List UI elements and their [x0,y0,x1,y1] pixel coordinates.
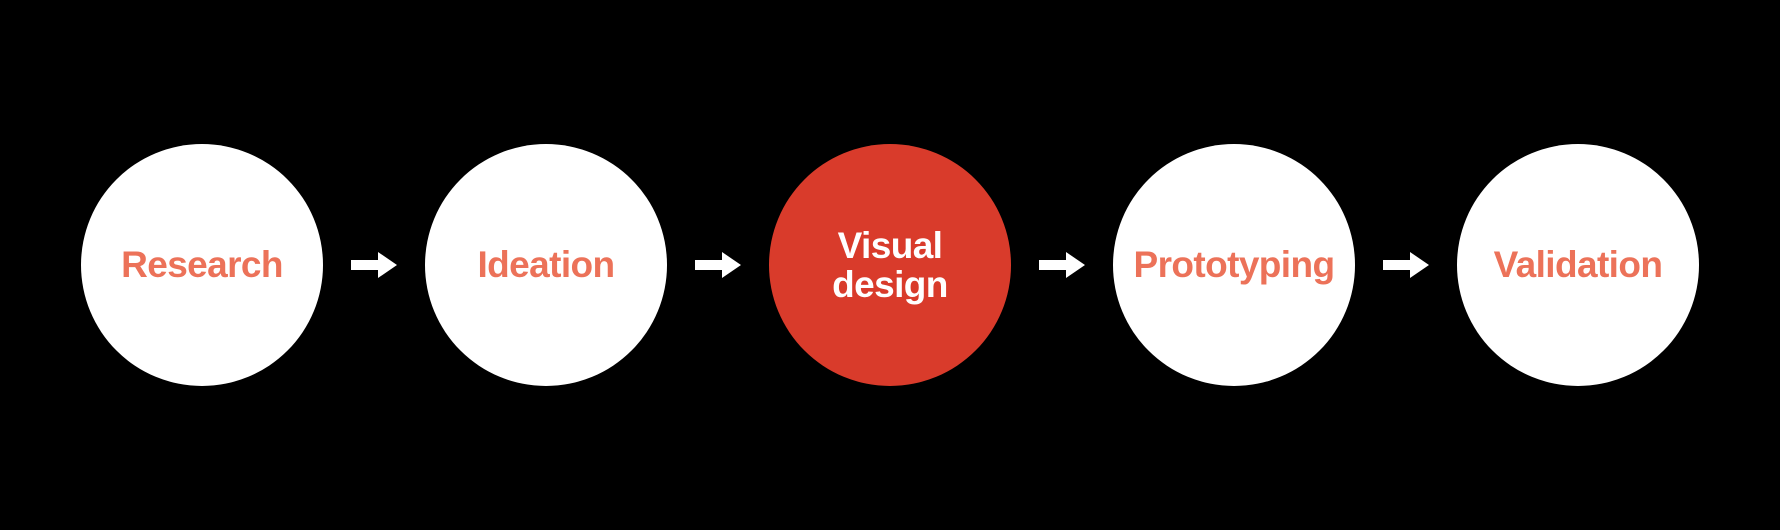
connector-prototyping-validation [1355,144,1457,386]
stage-label-research: Research [121,244,283,286]
connector-visual-design-prototyping [1011,144,1113,386]
stage-research[interactable]: Research [81,144,323,386]
stage-label-validation: Validation [1493,244,1663,286]
connector-ideation-visual-design [667,144,769,386]
stage-visual-design[interactable]: Visual design [769,144,1011,386]
stage-label-ideation: Ideation [477,244,615,286]
arrow-right-icon [1383,252,1429,278]
arrow-right-icon [351,252,397,278]
arrow-right-icon [1039,252,1085,278]
stage-label-prototyping: Prototyping [1133,244,1336,286]
connector-research-ideation [323,144,425,386]
stage-validation[interactable]: Validation [1457,144,1699,386]
arrow-right-icon [695,252,741,278]
stage-label-visual-design: Visual design [832,224,948,305]
stage-ideation[interactable]: Ideation [425,144,667,386]
stage-prototyping[interactable]: Prototyping [1113,144,1355,386]
